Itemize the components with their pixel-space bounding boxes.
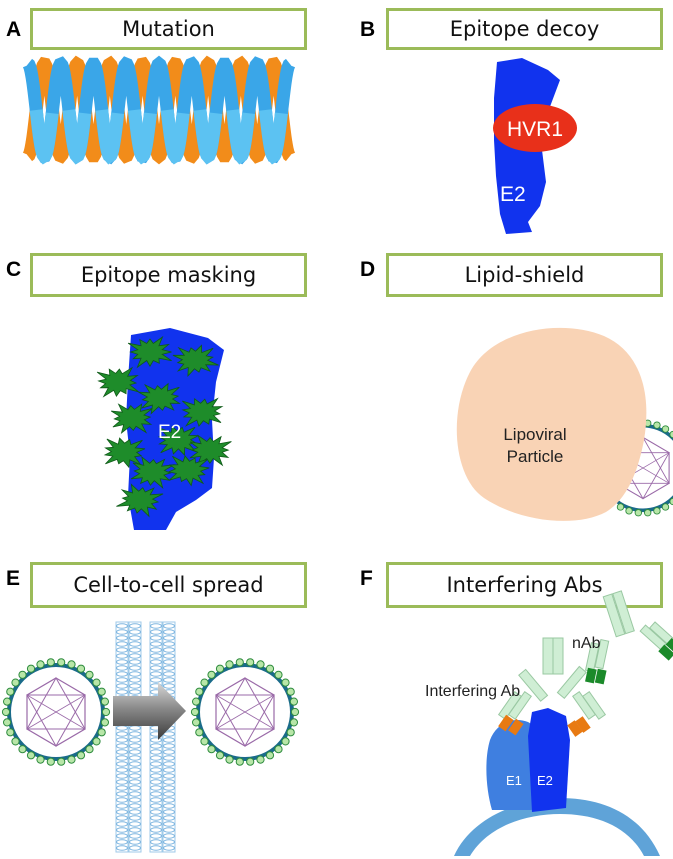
panel-letter-d: D	[360, 258, 376, 281]
panel-letter-c: C	[6, 258, 22, 281]
glycan-shield	[167, 455, 210, 487]
neutralizing-antibody	[584, 590, 673, 685]
helix-front-segment	[160, 109, 190, 165]
panel-title-f-text: Interfering Abs	[446, 573, 603, 597]
panel-title-e: Cell-to-cell spread	[30, 562, 307, 608]
interfering-abs-diagram: E1 E2	[425, 590, 673, 856]
helix-front-segment	[193, 109, 223, 165]
nab-label: nAb	[572, 635, 601, 652]
glycan-shield	[110, 403, 153, 435]
virion-icon-left	[0, 656, 112, 768]
interfering-antibody	[497, 637, 607, 737]
glycan-shield	[96, 366, 139, 398]
membrane-strip	[162, 621, 176, 853]
hvr1-region	[493, 104, 577, 152]
membrane-strip	[149, 621, 163, 853]
glycan-shield	[181, 397, 224, 427]
panel-title-a: Mutation	[30, 8, 307, 50]
helix-front-segment	[258, 109, 288, 165]
e2-protein-f	[528, 708, 570, 812]
cell-membranes	[115, 621, 176, 853]
hvr1-label: HVR1	[507, 118, 563, 141]
panel-title-d: Lipid-shield	[386, 253, 663, 297]
helix-front-segment	[226, 109, 256, 165]
membrane-strip	[115, 621, 129, 853]
panel-title-c: Epitope masking	[30, 253, 307, 297]
cell-membrane-arc	[454, 798, 660, 856]
glycan-shields	[96, 335, 232, 518]
virion-icon-right	[189, 656, 301, 768]
e1-label: E1	[506, 773, 522, 788]
panel-letter-e: E	[6, 567, 21, 590]
helix-front-segment	[95, 109, 125, 165]
lipoviral-particle-label-2: Particle	[507, 447, 564, 466]
helix-front-segment	[127, 109, 157, 165]
panel-letter-f: F	[360, 567, 373, 590]
lipoviral-particle	[456, 327, 647, 521]
membrane-strip	[128, 621, 142, 853]
glycan-shield	[172, 344, 219, 377]
panel-title-d-text: Lipid-shield	[464, 263, 585, 287]
e2-label-f: E2	[537, 773, 553, 788]
lipoviral-particle-label-1: Lipoviral	[503, 425, 566, 444]
helix-front-segment	[62, 109, 92, 165]
panel-title-e-text: Cell-to-cell spread	[73, 573, 264, 597]
panel-title-b-text: Epitope decoy	[449, 17, 600, 41]
e2-label-c: E2	[158, 422, 181, 443]
panel-title-b: Epitope decoy	[386, 8, 663, 50]
glycan-shield	[116, 483, 164, 518]
panel-title-c-text: Epitope masking	[80, 263, 257, 287]
epitope-masking-diagram: E2	[96, 328, 232, 530]
transmission-arrow	[113, 682, 186, 740]
panel-letter-a: A	[6, 18, 22, 41]
glycan-shield	[127, 335, 172, 369]
panel-letter-b: B	[360, 18, 376, 41]
e1-protein	[486, 720, 541, 810]
helix-front-segment	[29, 109, 59, 165]
glycan-shield	[138, 382, 181, 415]
interfering-ab-label: Interfering Ab	[425, 683, 520, 700]
e2-label-b: E2	[500, 183, 526, 206]
epitope-decoy-diagram: HVR1 E2	[493, 58, 577, 234]
lipid-shield-diagram: Lipoviral Particle	[456, 327, 673, 521]
panel-title-a-text: Mutation	[122, 17, 215, 41]
mutation-helix	[22, 55, 296, 165]
glycan-shield	[103, 437, 146, 469]
cell-to-cell-diagram	[0, 621, 301, 853]
glycan-shield	[189, 434, 232, 467]
